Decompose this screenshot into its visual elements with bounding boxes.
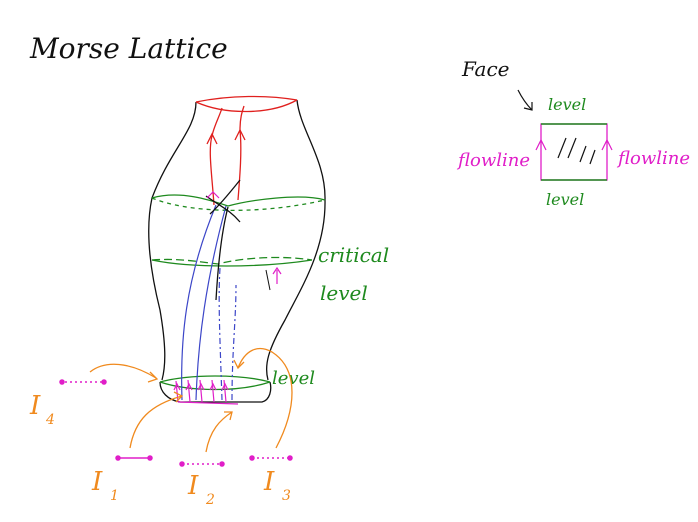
interval-2-sub: 2 (205, 492, 215, 508)
flowline-left-label: flowline (456, 150, 530, 171)
interval-3-letter: I (263, 467, 275, 497)
face-bottom-level-label: level (546, 190, 584, 209)
face-hatching (557, 137, 596, 165)
critical-level-label-line1: critical (318, 243, 389, 267)
interval-labels: I 4 I 1 I 2 I 3 (29, 391, 291, 508)
diagram-title: Morse Lattice (29, 32, 228, 65)
face-pointer-head (523, 102, 533, 111)
interval-pointers (89, 347, 293, 453)
interval-4-sub: 4 (45, 412, 55, 428)
face-top-level-label: level (548, 95, 586, 114)
top-boundary (195, 95, 298, 206)
interval-2-letter: I (187, 471, 199, 501)
surface-outline (148, 99, 326, 403)
face-pointer-arrow (517, 89, 533, 111)
interval-3-sub: 3 (282, 488, 291, 504)
interval-segments (59, 379, 293, 467)
flowline-right-label: flowline (616, 148, 690, 169)
critical-point (205, 179, 271, 301)
face-legend: Face level level flowline flowline (456, 57, 690, 209)
bottom-faces (173, 379, 239, 405)
face-rectangle (540, 123, 608, 181)
bottom-level-label: level (272, 368, 315, 389)
face-left-arrow (535, 138, 547, 151)
flowlines (181, 204, 237, 401)
interval-1-letter: I (91, 467, 103, 497)
face-right-arrow (601, 138, 613, 151)
face-label: Face (461, 57, 509, 81)
critical-level-label-line2: level (320, 281, 368, 305)
interval-4-letter: I (29, 391, 41, 421)
critical-markers (206, 191, 282, 284)
interval-1-sub: 1 (110, 488, 119, 504)
